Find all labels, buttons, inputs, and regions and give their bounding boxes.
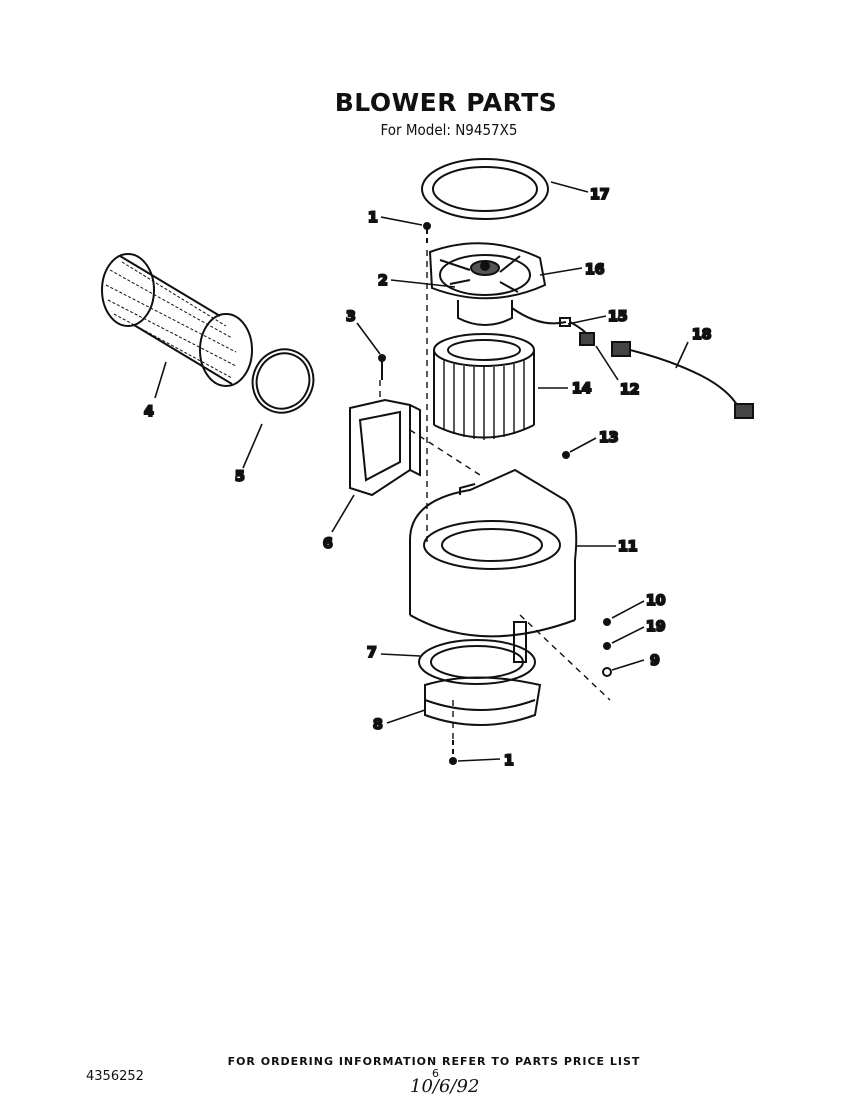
callout-13: 13 <box>599 430 618 446</box>
callout-17: 17 <box>590 187 609 203</box>
part-1-top-screw <box>423 222 431 245</box>
part-9-10-19-fasteners <box>602 618 612 677</box>
callout-3: 3 <box>346 309 356 325</box>
part-18-wire-harness <box>611 341 754 419</box>
callout-7: 7 <box>367 645 377 661</box>
callout-5: 5 <box>235 469 245 485</box>
callout-4: 4 <box>144 404 154 420</box>
part-4-flexible-duct <box>101 253 253 387</box>
part-14-blower-wheel <box>433 333 535 440</box>
callout-1-top: 1 <box>368 210 378 226</box>
alignment-lines <box>379 250 611 740</box>
part-11-blower-housing <box>409 468 578 663</box>
part-3-screw <box>378 354 386 380</box>
callout-12: 12 <box>620 382 639 398</box>
callout-6: 6 <box>323 536 333 552</box>
callout-11: 11 <box>618 539 637 555</box>
page-title: BLOWER PARTS <box>334 88 558 117</box>
callout-19: 19 <box>646 619 665 635</box>
page-number: 6 <box>432 1067 439 1080</box>
part-17-gasket-ring <box>421 158 549 220</box>
callout-2: 2 <box>378 273 388 289</box>
callout-18: 18 <box>692 327 711 343</box>
callout-16: 16 <box>585 262 604 278</box>
part-5-clamp-ring <box>251 348 315 414</box>
part-13-nut <box>562 451 570 459</box>
part-6-inlet-adapter <box>349 398 421 497</box>
part-1-bottom-screw <box>449 740 457 765</box>
part-2-16-motor-assembly <box>428 242 547 326</box>
model-subtitle: For Model: N9457X5 <box>380 121 518 139</box>
callout-15: 15 <box>608 309 627 325</box>
date-stamp: 10/6/92 <box>410 1076 480 1097</box>
ordering-info-footer: FOR ORDERING INFORMATION REFER TO PARTS … <box>227 1055 641 1068</box>
callout-9: 9 <box>650 653 660 669</box>
callout-10: 10 <box>646 593 666 609</box>
callout-14: 14 <box>572 381 592 397</box>
document-number: 4356252 <box>86 1069 144 1084</box>
part-8-mounting-bracket <box>424 676 542 726</box>
callout-1-bottom: 1 <box>504 753 514 769</box>
leader-lines <box>154 181 689 762</box>
callout-8: 8 <box>373 717 383 733</box>
